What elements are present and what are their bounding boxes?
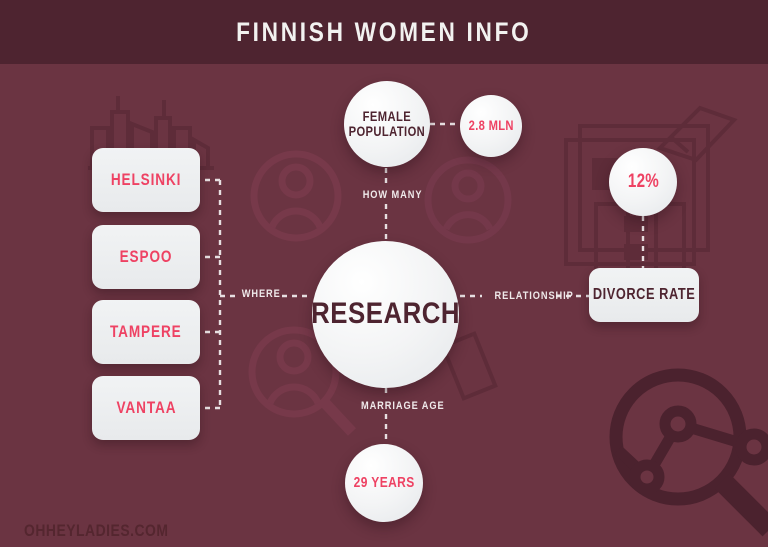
- female-population-node[interactable]: FEMALE POPULATION: [344, 81, 430, 167]
- pen-icon: [656, 105, 738, 163]
- edge-label-how-many: HOW MANY: [362, 189, 423, 201]
- marriage-age-value: 29 YEARS: [353, 473, 415, 491]
- edge-label-where: WHERE: [241, 288, 281, 300]
- female-population-label-line2: POPULATION: [348, 123, 426, 139]
- page-title: FINNISH WOMEN INFO: [236, 16, 532, 47]
- city-label: ESPOO: [119, 246, 173, 266]
- marriage-age-value-node[interactable]: 29 YEARS: [345, 444, 423, 522]
- female-population-label: FEMALE POPULATION: [348, 107, 426, 139]
- female-population-value: 2.8 MLN: [468, 117, 514, 134]
- edge-label-relationship: RELATIONSHIP: [494, 290, 574, 302]
- divorce-rate-value-node[interactable]: 12%: [609, 148, 677, 216]
- divorce-rate-node[interactable]: DIVORCE RATE: [589, 268, 699, 322]
- magnifier-network-chart-icon: [609, 368, 768, 537]
- header-bar: FINNISH WOMEN INFO: [0, 0, 768, 64]
- watermark: OHHEYLADIES.COM: [24, 521, 169, 540]
- city-button-helsinki[interactable]: HELSINKI: [92, 148, 200, 212]
- user-avatar-icon: [424, 156, 512, 244]
- city-button-espoo[interactable]: ESPOO: [92, 225, 200, 289]
- female-population-label-line1: FEMALE: [362, 107, 412, 124]
- city-label: HELSINKI: [110, 169, 182, 189]
- research-label: RESEARCH: [311, 297, 460, 331]
- female-population-value-node[interactable]: 2.8 MLN: [460, 95, 522, 157]
- city-label: VANTAA: [116, 397, 176, 417]
- city-button-vantaa[interactable]: VANTAA: [92, 376, 200, 440]
- research-node[interactable]: RESEARCH: [311, 241, 460, 388]
- divorce-rate-value: 12%: [627, 170, 659, 192]
- city-button-tampere[interactable]: TAMPERE: [92, 300, 200, 364]
- divorce-rate-label: DIVORCE RATE: [592, 286, 696, 304]
- magnifier-network-chart-icon: [614, 405, 768, 495]
- user-avatar-icon: [250, 150, 342, 242]
- edge-label-marriage-age: MARRIAGE AGE: [360, 400, 445, 412]
- city-label: TAMPERE: [110, 321, 182, 341]
